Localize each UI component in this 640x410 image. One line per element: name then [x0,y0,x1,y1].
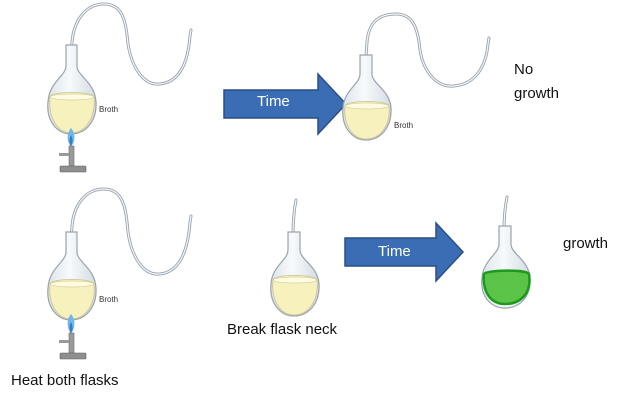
no-growth-label-line2: growth [514,85,560,102]
no-growth-label-line1: No [514,61,534,78]
time-label-top: Time [257,93,290,110]
bunsen-burner-top [59,128,87,173]
heat-both-flasks-label: Heat both flasks [11,372,119,389]
swan-neck-flask-heated-top [47,2,193,135]
contaminated-broth [482,269,531,306]
swan-neck-flask-heated-bottom [47,187,193,321]
time-arrow-bottom [344,221,465,283]
swan-neck-flask-sterile [342,12,491,141]
broth-label-bottom-left: Broth [99,295,119,304]
broth-top-flask [49,92,95,134]
time-label-bottom: Time [378,243,411,260]
growth-label: growth [563,235,609,252]
break-flask-neck-label: Break flask neck [227,321,338,338]
bunsen-burner-bottom [59,314,87,360]
broth-label-top-middle: Broth [394,121,414,130]
broth-label-top-left: Broth [99,105,119,114]
broken-neck-flask [270,198,320,317]
contaminated-flask [481,195,531,309]
time-arrow-top [223,72,348,136]
